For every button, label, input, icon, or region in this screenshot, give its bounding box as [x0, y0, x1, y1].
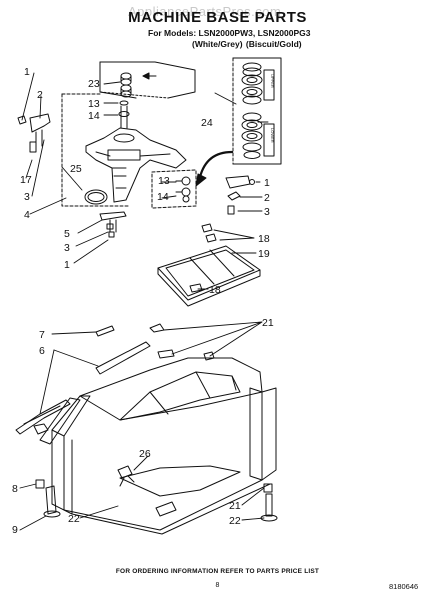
leader-lines [19, 72, 269, 531]
callout-17: 19 [258, 248, 270, 260]
ordering-note: FOR ORDERING INFORMATION REFER TO PARTS … [115, 568, 320, 575]
callout-26: 26 [139, 448, 151, 460]
callout-22: 22 [229, 515, 241, 527]
callout-6: 6 [39, 345, 45, 357]
right-hardware [225, 175, 255, 215]
callout-18: 21 [262, 317, 274, 329]
page-number: 8 [215, 582, 220, 589]
model-numbers: For Models: LSN2000PW3, LSN2000PG3 [148, 28, 311, 38]
callout-3: 3 [24, 191, 30, 203]
callout-23: 23 [88, 78, 100, 90]
callout-9: 9 [12, 524, 18, 536]
drive-assembly [61, 61, 196, 207]
left-hardware [17, 113, 51, 153]
machine-base-frame [33, 357, 277, 535]
callout-19: 22 [68, 513, 80, 525]
callout-3-lower: 3 [64, 242, 70, 254]
page-title: MACHINE BASE PARTS [128, 9, 307, 26]
callout-13-right: 13 [158, 175, 170, 187]
rails-and-clips [15, 323, 215, 435]
model-colors: (White/Grey) (Biscuit/Gold) [192, 39, 302, 49]
callout-14: 14 [88, 110, 100, 122]
callout-5: 5 [64, 228, 70, 240]
callout-16: 18 [258, 233, 270, 245]
shelf-pad [157, 223, 261, 307]
seal-upper-label: UPPER [270, 74, 275, 88]
callout-8: 8 [12, 483, 18, 495]
document-number: 8180646 [389, 582, 419, 591]
leveling-legs [35, 479, 278, 522]
callout-21: 21 [229, 500, 241, 512]
callout-13: 13 [88, 98, 100, 110]
callout-1: 1 [24, 66, 30, 78]
callout-3-right: 3 [264, 206, 270, 218]
callout-15: 17 [20, 174, 32, 186]
callout-24: 24 [201, 117, 213, 129]
callout-numbers: 1 2 17 3 4 23 13 14 25 5 3 1 24 13 14 1 … [12, 66, 274, 536]
callout-4: 4 [24, 209, 30, 221]
tub-clip [117, 465, 135, 487]
drive-bracket [99, 211, 127, 238]
callout-25: 25 [70, 163, 82, 175]
callout-7: 7 [39, 329, 45, 341]
direction-arrow [195, 150, 234, 187]
hub-assembly [151, 169, 197, 209]
seal-lower-label: LOWER [270, 128, 275, 143]
callout-14-right: 14 [157, 191, 169, 203]
callout-16-lower: 18 [209, 284, 221, 296]
callout-1-right: 1 [264, 177, 270, 189]
drive-belt [84, 189, 108, 205]
watermark: AppliancePartsPros.com [128, 4, 282, 19]
seal-kit-panel: UPPER LOWER [232, 57, 282, 165]
callout-2: 2 [37, 89, 43, 101]
callout-1-lower: 1 [64, 259, 70, 271]
callout-2-right: 2 [264, 192, 270, 204]
